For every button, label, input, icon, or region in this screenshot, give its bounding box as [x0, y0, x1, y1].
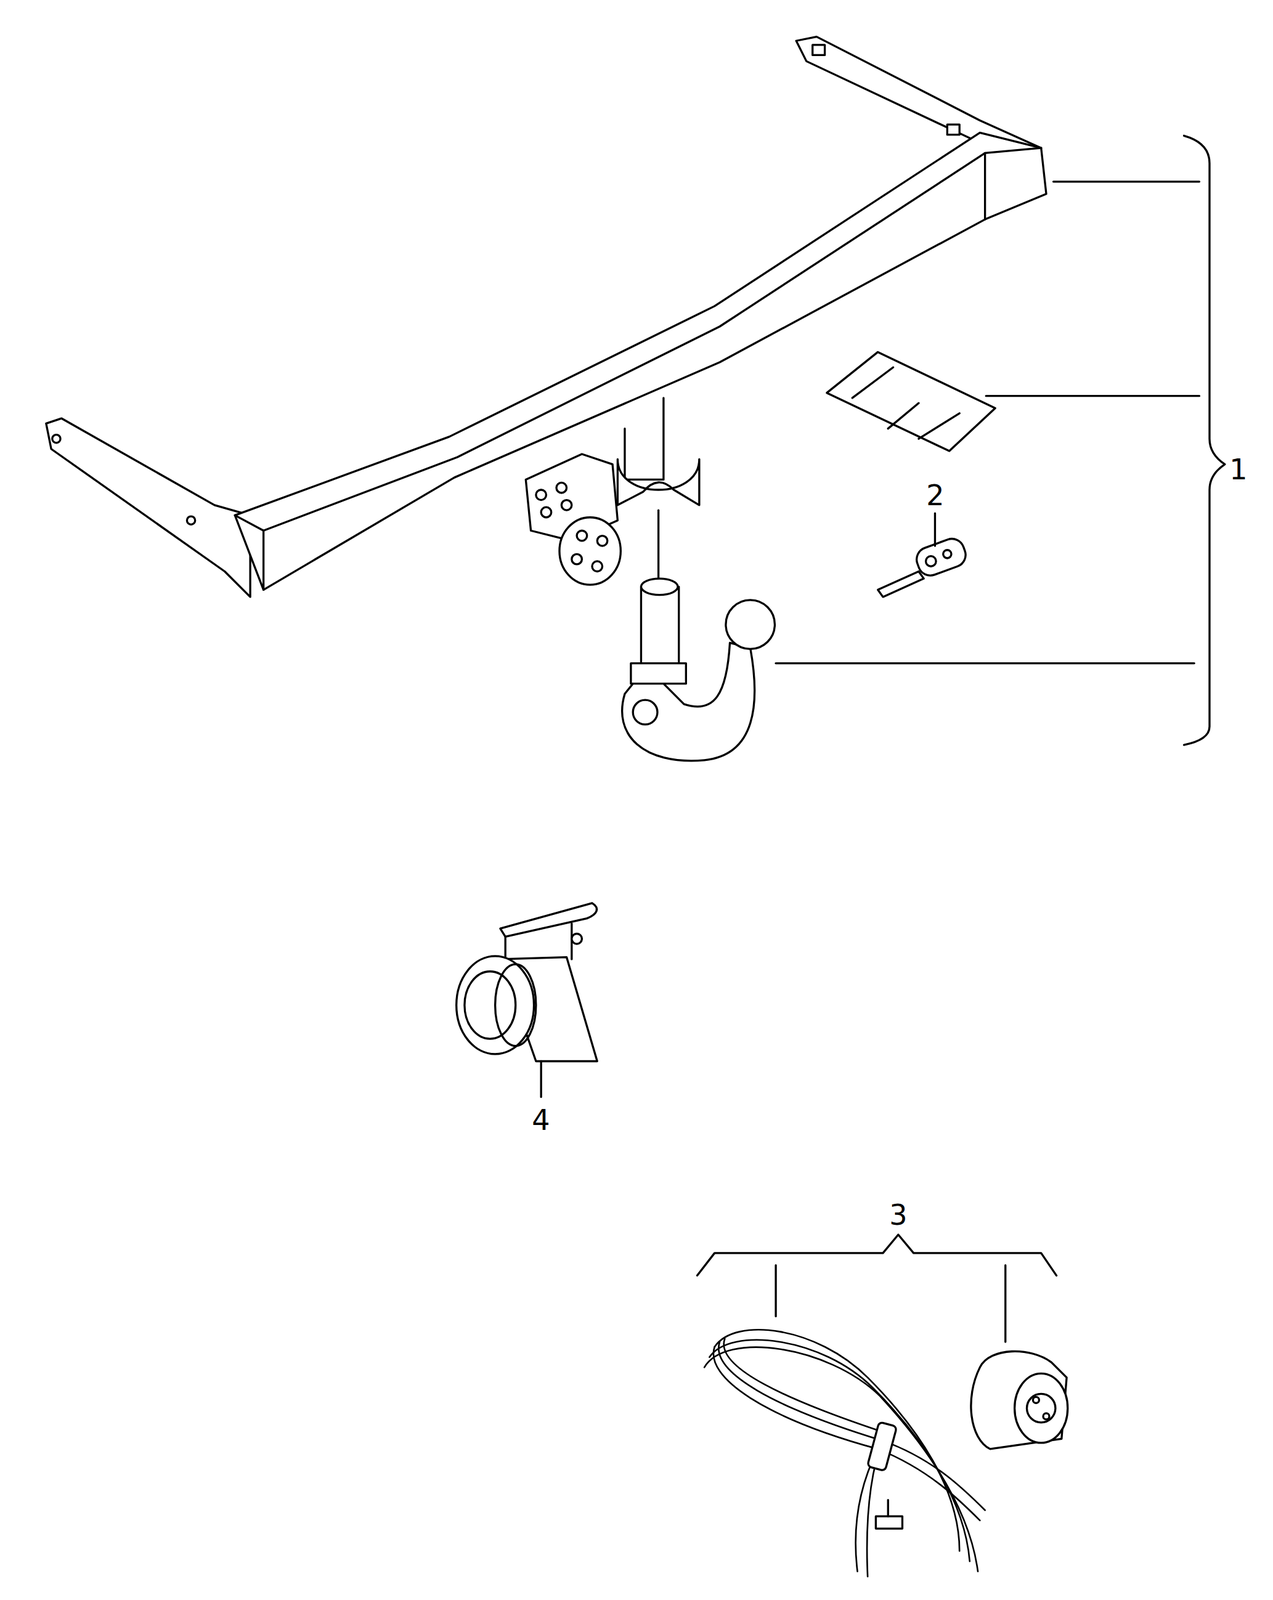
callout-number: 1	[1226, 454, 1250, 485]
callout-number: 2	[923, 479, 947, 511]
callout-number: 3	[886, 1199, 910, 1231]
callout-number: 4	[529, 1104, 553, 1136]
